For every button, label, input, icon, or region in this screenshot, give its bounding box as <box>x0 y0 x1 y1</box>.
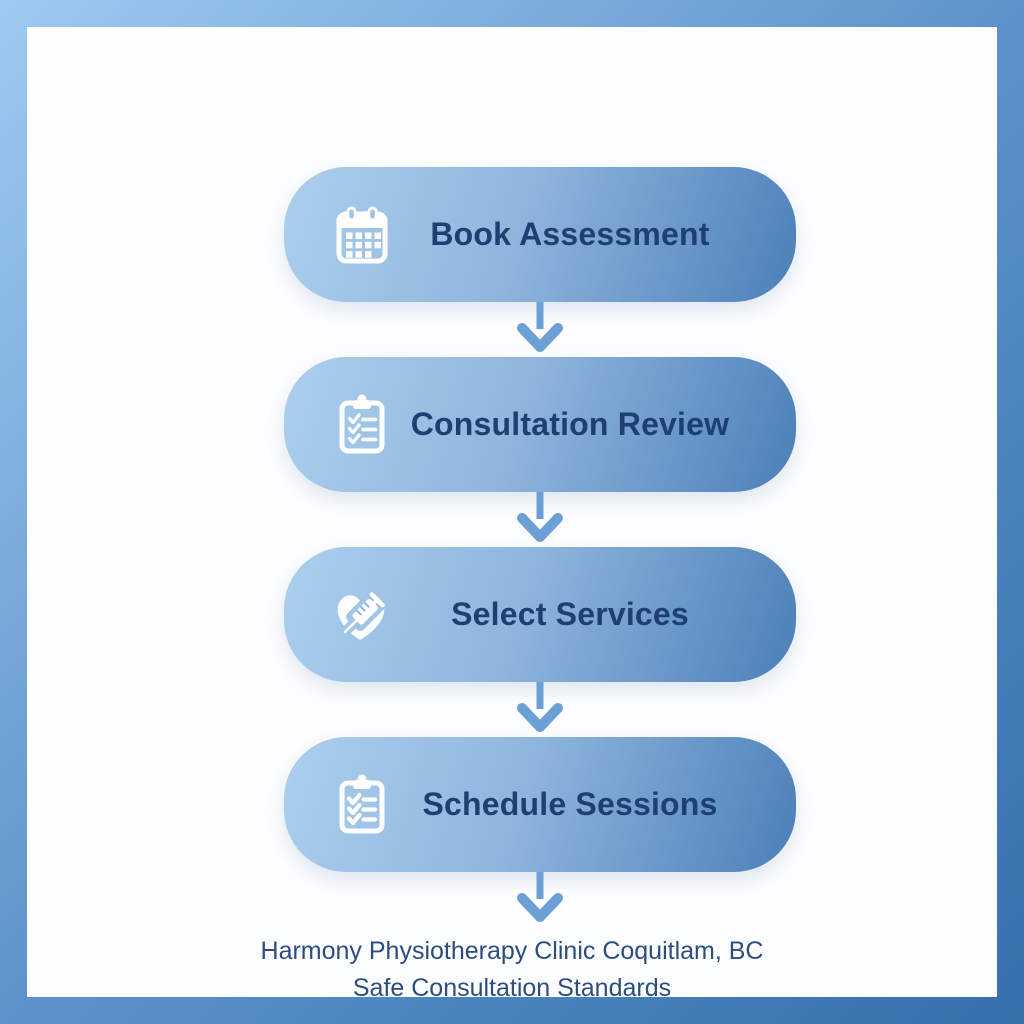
poster-canvas: Book Assessment <box>27 27 997 1002</box>
step-label: Consultation Review <box>410 406 730 442</box>
step-book-assessment: Book Assessment <box>284 167 796 302</box>
flow-arrow <box>516 872 564 927</box>
step-consultation-review: Consultation Review <box>284 357 796 492</box>
heart-syringe-icon <box>330 583 394 647</box>
standards-line: Safe Consultation Standards <box>352 974 672 1002</box>
step-schedule-sessions: Schedule Sessions <box>284 737 796 872</box>
flow-arrow <box>516 492 564 547</box>
calendar-icon <box>330 203 394 267</box>
step-label: Book Assessment <box>430 216 710 252</box>
step-select-services: Select Services <box>284 547 796 682</box>
clipboard-check-icon <box>330 393 394 457</box>
checklist-icon <box>330 773 394 837</box>
step-label: Select Services <box>451 596 689 632</box>
process-flow: Book Assessment <box>284 167 796 927</box>
step-label: Schedule Sessions <box>422 786 718 822</box>
footer-caption: Harmony Physiotherapy Clinic Coquitlam, … <box>27 933 997 1007</box>
flow-arrow <box>516 302 564 357</box>
clinic-name-line: Harmony Physiotherapy Clinic Coquitlam, … <box>260 937 764 965</box>
flow-arrow <box>516 682 564 737</box>
